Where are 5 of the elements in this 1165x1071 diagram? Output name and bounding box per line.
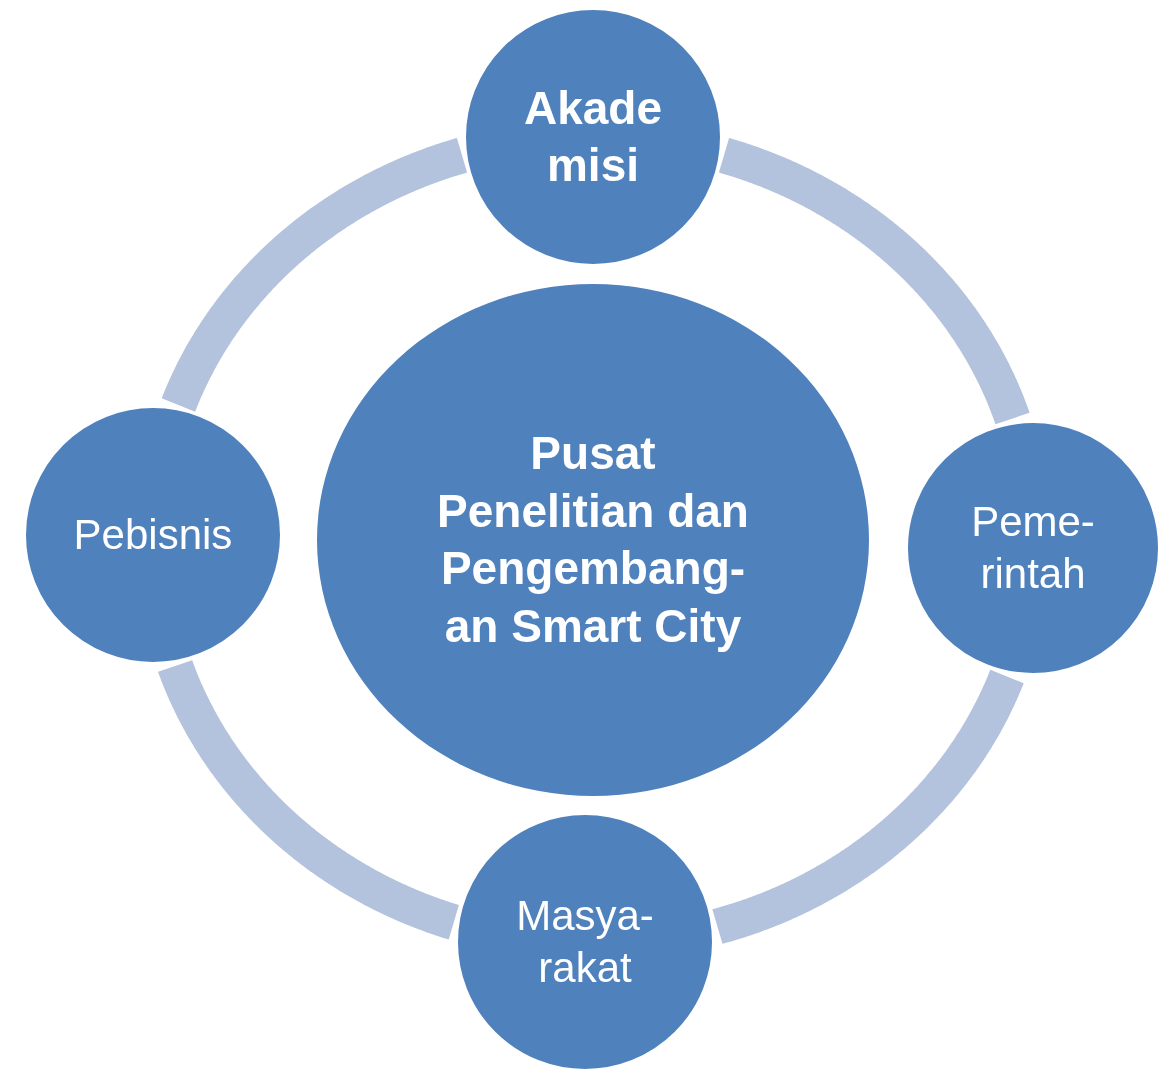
node-label: Pebisnis xyxy=(72,509,234,560)
node-label: Peme- rintah xyxy=(970,496,1096,599)
node-label: Pusat Penelitian dan Pengembang- an Smart City xyxy=(436,426,750,654)
node-label: Akade misi xyxy=(522,80,664,193)
node-label: Masya- rakat xyxy=(515,890,655,993)
